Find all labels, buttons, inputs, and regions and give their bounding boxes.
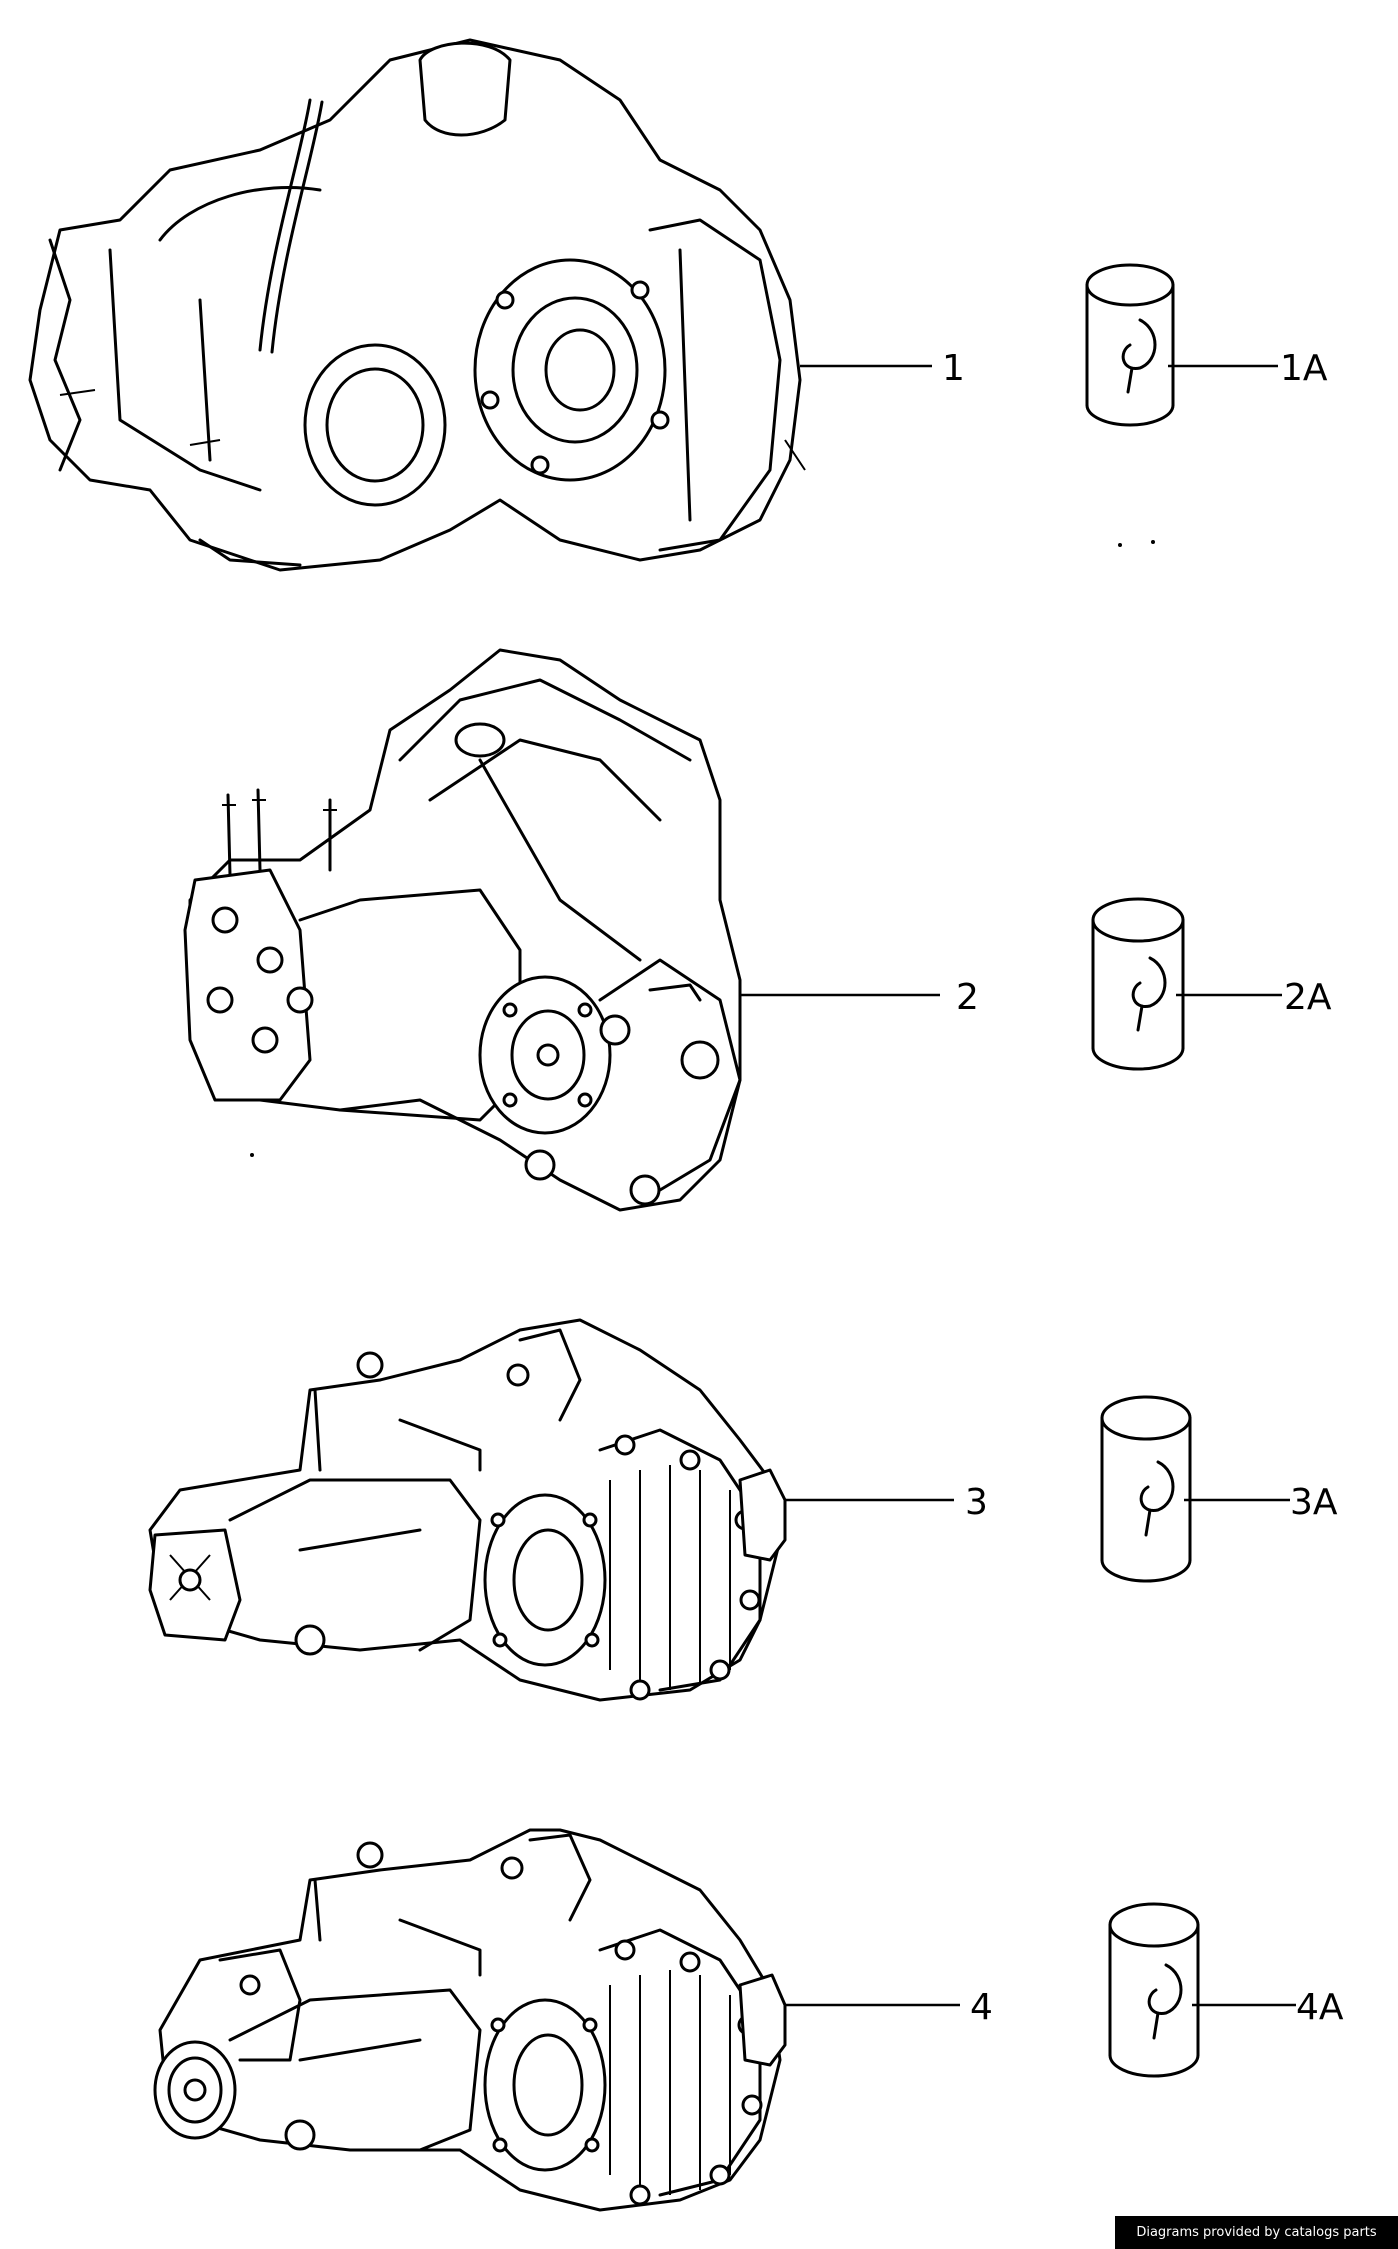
gearbox-1-icon: [28, 38, 806, 572]
gearbox-2-icon: [183, 648, 742, 1212]
oil-can-2a-icon: [1091, 897, 1185, 1071]
oil-can-3a-icon: [1100, 1395, 1192, 1583]
callout-4: 4: [970, 1987, 993, 2028]
oil-can-4a-icon: [1108, 1902, 1200, 2078]
callout-4a: 4A: [1296, 1987, 1344, 2028]
gearbox-3-icon: [148, 1318, 787, 1702]
callout-2a: 2A: [1284, 977, 1332, 1018]
callout-3a: 3A: [1290, 1482, 1338, 1523]
callout-3: 3: [965, 1482, 988, 1523]
gearbox-4-icon: [153, 1828, 787, 2212]
oil-can-1a-icon: [1085, 263, 1175, 427]
callout-1a: 1A: [1280, 348, 1328, 389]
callout-1: 1: [942, 348, 965, 389]
footer-credit-badge: Diagrams provided by catalogs parts: [1115, 2216, 1398, 2249]
callout-2: 2: [956, 977, 979, 1018]
